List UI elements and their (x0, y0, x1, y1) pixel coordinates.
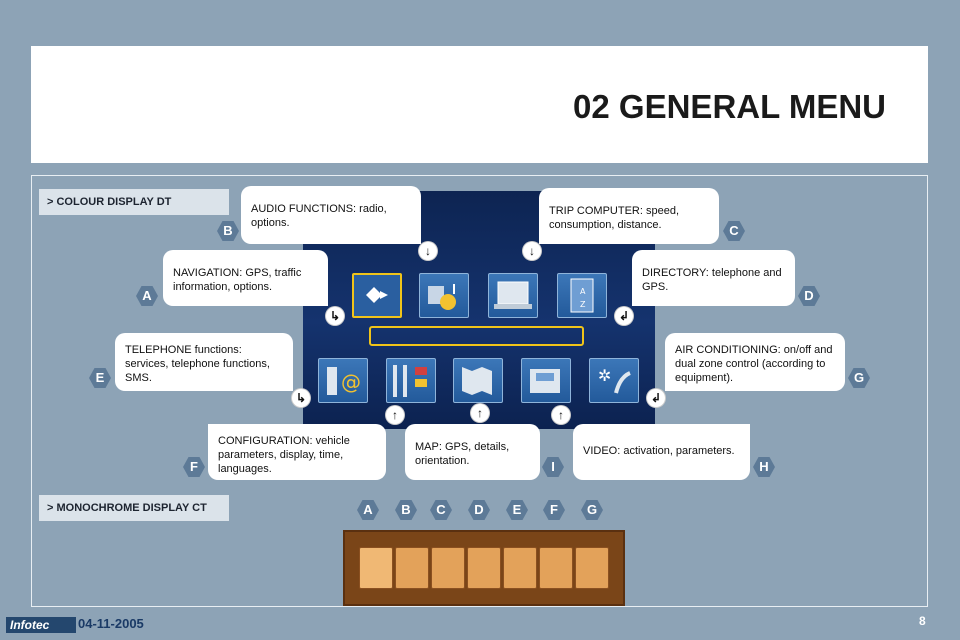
callout-map: MAP: GPS, details, orientation. (405, 424, 540, 480)
callout-trip-computer: TRIP COMPUTER: speed, consumption, dista… (539, 188, 719, 244)
letter-badge-e: E (89, 368, 111, 388)
navigation-icon (352, 273, 402, 318)
callout-directory: DIRECTORY: telephone and GPS. (632, 250, 795, 306)
mono-configuration-icon (539, 547, 573, 589)
callout-navigation: NAVIGATION: GPS, traffic information, op… (163, 250, 328, 306)
arrow-right-icon: ↳ (326, 307, 344, 325)
letter-badge-i: I (542, 457, 564, 477)
infotec-logo: Infotec (6, 617, 76, 633)
svg-text:@: @ (341, 370, 361, 394)
audio-icon (419, 273, 469, 318)
mono-directory-icon (467, 547, 501, 589)
callout-video: VIDEO: activation, parameters. (573, 424, 750, 480)
letter-badge-d: D (798, 286, 820, 306)
mono-letter-badge-e: E (506, 500, 528, 520)
page-title: 02 GENERAL MENU (573, 88, 886, 125)
header-band: 02 GENERAL MENU (31, 46, 928, 163)
mono-letter-badge-c: C (430, 500, 452, 520)
callout-air-conditioning: AIR CONDITIONING: on/off and dual zone c… (665, 333, 845, 391)
footer-date: 04-11-2005 (78, 616, 144, 631)
mono-letter-badge-g: G (581, 500, 603, 520)
air-conditioning-icon: ✲ (589, 358, 639, 403)
arrow-up-icon: ↑ (552, 406, 570, 424)
letter-badge-b: B (217, 221, 239, 241)
section-colour-display: > COLOUR DISPLAY DT (39, 189, 229, 215)
mono-letter-badge-b: B (395, 500, 417, 520)
mono-navigation-icon (359, 547, 393, 589)
arrow-left-icon: ↲ (615, 307, 633, 325)
mono-trip-computer-icon (431, 547, 465, 589)
letter-badge-a: A (136, 286, 158, 306)
letter-badge-c: C (723, 221, 745, 241)
arrow-down-icon: ↓ (419, 242, 437, 260)
mono-audio-icon (395, 547, 429, 589)
section-monochrome-display: > MONOCHROME DISPLAY CT (39, 495, 229, 521)
video-icon (521, 358, 571, 403)
content-frame (31, 175, 928, 607)
letter-badge-f: F (183, 457, 205, 477)
trip-computer-icon (488, 273, 538, 318)
mono-air-conditioning-icon (575, 547, 609, 589)
letter-badge-h: H (753, 457, 775, 477)
arrow-up-icon: ↑ (471, 404, 489, 422)
mono-letter-badge-f: F (543, 500, 565, 520)
mono-letter-badge-d: D (468, 500, 490, 520)
map-icon (453, 358, 503, 403)
svg-text:Z: Z (580, 300, 586, 309)
selection-bar (369, 326, 584, 346)
monochrome-display-panel (343, 530, 625, 606)
svg-text:A: A (580, 287, 586, 296)
callout-configuration: CONFIGURATION: vehicle parameters, displ… (208, 424, 386, 480)
letter-badge-g: G (848, 368, 870, 388)
page-number: 8 (919, 614, 926, 628)
arrow-left-icon: ↲ (647, 389, 665, 407)
arrow-right-icon: ↳ (292, 389, 310, 407)
mono-telephone-icon (503, 547, 537, 589)
configuration-icon (386, 358, 436, 403)
callout-audio: AUDIO FUNCTIONS: radio, options. (241, 186, 421, 244)
arrow-up-icon: ↑ (386, 406, 404, 424)
callout-telephone: TELEPHONE functions: services, telephone… (115, 333, 293, 391)
telephone-icon: @ (318, 358, 368, 403)
svg-text:✲: ✲ (598, 366, 611, 385)
mono-letter-badge-a: A (357, 500, 379, 520)
arrow-down-icon: ↓ (523, 242, 541, 260)
